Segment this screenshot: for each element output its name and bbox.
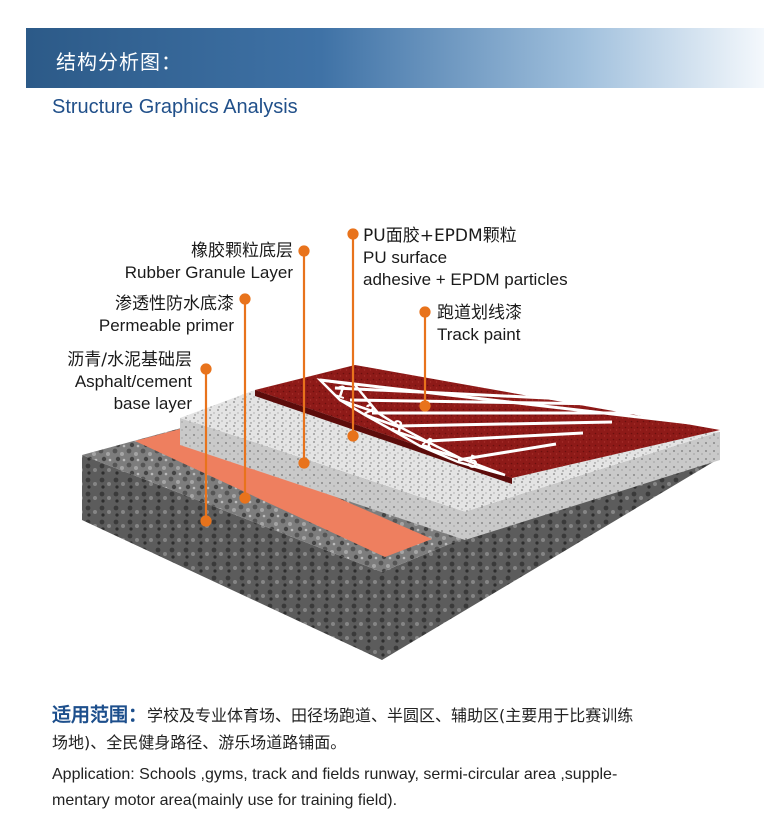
label-paint-cn: 跑道划线漆 bbox=[437, 303, 522, 323]
label-pu-cn: PU面胶+EPDM颗粒 bbox=[363, 226, 517, 246]
application-title: 适用范围： bbox=[52, 704, 148, 726]
label-base-en2: base layer bbox=[113, 394, 192, 413]
label-rubber-en: Rubber Granule Layer bbox=[124, 263, 293, 282]
label-base: 沥青/水泥基础层 Asphalt/cement base layer bbox=[40, 349, 192, 415]
label-track-paint: 跑道划线漆 Track paint bbox=[437, 302, 522, 346]
application-en-line2: mentary motor area(mainly use for traini… bbox=[52, 792, 398, 809]
label-rubber-cn: 橡胶颗粒底层 bbox=[191, 241, 293, 261]
label-primer: 渗透性防水底漆 Permeable primer bbox=[60, 293, 234, 337]
label-rubber-granule: 橡胶颗粒底层 Rubber Granule Layer bbox=[100, 240, 293, 284]
label-pu-en2: adhesive + EPDM particles bbox=[363, 270, 568, 289]
header-bar: 结构分析图： bbox=[26, 28, 764, 88]
label-base-cn: 沥青/水泥基础层 bbox=[67, 350, 192, 370]
header-title: 结构分析图： bbox=[56, 50, 182, 74]
application-cn-line1: 学校及专业体育场、田径场跑道、半圆区、辅助区(主要用于比赛训练 bbox=[147, 706, 634, 725]
label-primer-en: Permeable primer bbox=[98, 316, 234, 335]
page-subtitle: Structure Graphics Analysis bbox=[52, 96, 298, 118]
label-base-en1: Asphalt/cement bbox=[74, 372, 192, 391]
label-pu-en1: PU surface bbox=[363, 248, 448, 267]
label-primer-cn: 渗透性防水底漆 bbox=[115, 294, 234, 314]
application-cn-line2: 场地)、全民健身路径、游乐场道路铺面。 bbox=[52, 733, 347, 752]
application-en-line1: Application: Schools ,gyms, track and fi… bbox=[52, 766, 618, 783]
label-pu-surface: PU面胶+EPDM颗粒 PU surface adhesive + EPDM p… bbox=[363, 225, 568, 291]
label-paint-en: Track paint bbox=[437, 325, 521, 344]
application-section: 适用范围：学校及专业体育场、田径场跑道、半圆区、辅助区(主要用于比赛训练 场地)… bbox=[52, 702, 742, 814]
